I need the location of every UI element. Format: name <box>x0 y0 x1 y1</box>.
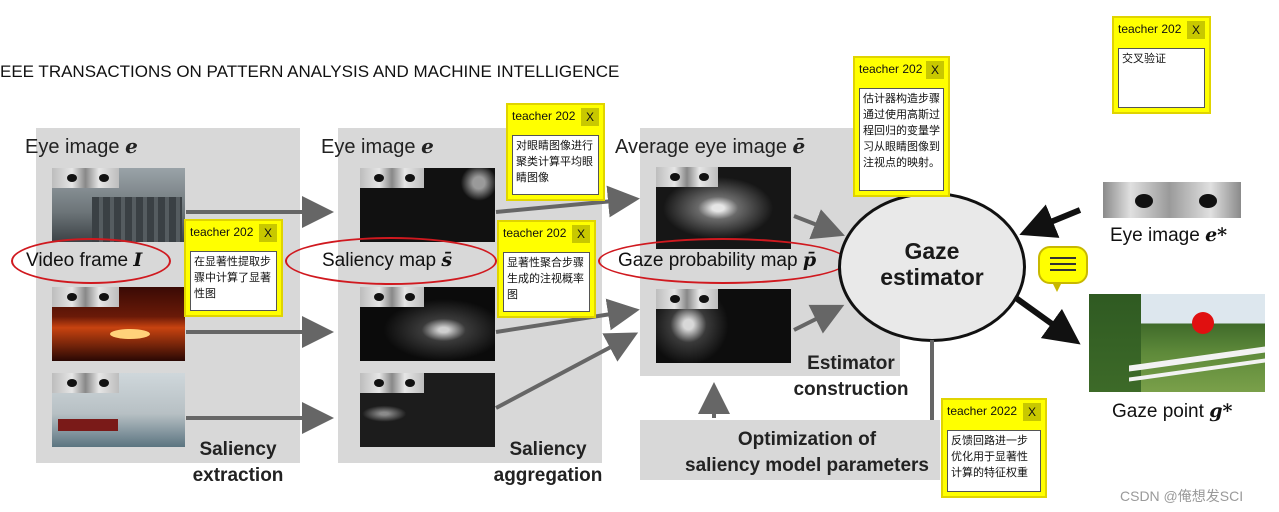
gaze-estimator-node <box>838 192 1026 342</box>
note-feedback[interactable]: teacher 2022 X 反馈回路进一步优化用于显著性计算的特征权重 <box>941 398 1047 498</box>
gaze-point-label: Gaze point g* <box>1112 400 1233 422</box>
note-close-button[interactable]: X <box>259 224 277 242</box>
note-estimator[interactable]: teacher 202 X 估计器构造步骤通过使用高斯过程回归的变量学习从眼睛图… <box>853 56 950 197</box>
video-frame-fireboat <box>52 373 185 447</box>
note-close-button[interactable]: X <box>1023 403 1041 421</box>
panel3-title: Average eye image ē <box>615 134 806 158</box>
gaze-prob-map-1 <box>656 167 791 249</box>
eye-image-star <box>1103 182 1241 218</box>
saliency-map-1 <box>360 168 495 242</box>
note-aggregation[interactable]: teacher 202 X 对眼睛图像进行聚类计算平均眼睛图像 <box>506 103 605 201</box>
eye-image-star-label: Eye image e* <box>1110 224 1228 246</box>
note-close-button[interactable]: X <box>1187 21 1205 39</box>
saliency-map-highlight <box>285 237 497 285</box>
gaze-scene-image <box>1089 294 1265 392</box>
gaze-point-dot <box>1192 312 1214 334</box>
header-text: EEE TRANSACTIONS ON PATTERN ANALYSIS AND… <box>0 62 620 81</box>
saliency-map-3 <box>360 373 495 447</box>
note-close-button[interactable]: X <box>581 108 599 126</box>
note-cross-validation[interactable]: teacher 202 X 交叉验证 <box>1112 16 1211 114</box>
video-frame-city <box>52 168 185 242</box>
panel-optimization <box>640 420 940 480</box>
video-frame-highlight <box>11 238 171 284</box>
comment-icon[interactable] <box>1038 246 1088 292</box>
note-close-button[interactable]: X <box>926 61 944 79</box>
note-gaze-probability[interactable]: teacher 202 X 显著性聚合步骤生成的注视概率图 <box>497 220 596 318</box>
watermark: CSDN @俺想发SCI <box>1120 488 1244 504</box>
note-close-button[interactable]: X <box>572 225 590 243</box>
video-frame-sunset <box>52 287 185 361</box>
panel1-title: Eye image e <box>25 134 138 158</box>
saliency-map-2 <box>360 287 495 361</box>
note-saliency-extraction[interactable]: teacher 202 X 在显著性提取步骤中计算了显著性图 <box>184 219 283 317</box>
gaze-prob-map-2 <box>656 289 791 363</box>
panel2-title: Eye image e <box>321 134 434 158</box>
